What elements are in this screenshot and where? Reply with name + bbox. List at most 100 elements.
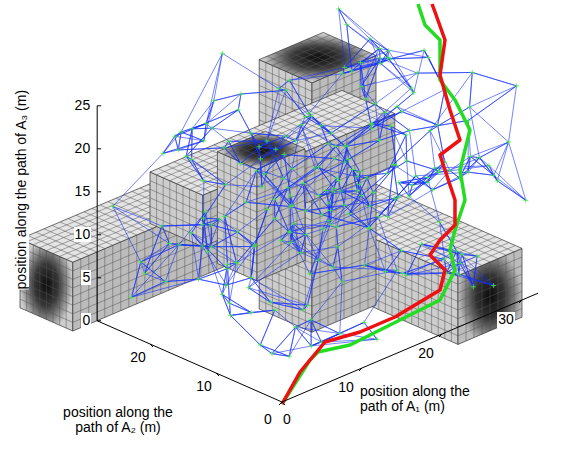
roadmap-edge xyxy=(310,221,329,274)
roadmap-edge xyxy=(251,247,254,278)
roadmap-vertex xyxy=(383,110,388,115)
roadmap-edge xyxy=(407,244,422,275)
roadmap-edge xyxy=(226,159,261,185)
roadmap-vertex xyxy=(422,48,427,53)
roadmap-edge xyxy=(370,39,388,58)
roadmap-edge xyxy=(206,94,241,124)
roadmap-vertex xyxy=(224,283,229,288)
roadmap-edge xyxy=(361,49,380,63)
cube-edge xyxy=(286,44,350,71)
roadmap-edge xyxy=(312,116,332,133)
roadmap-vertex xyxy=(217,217,222,222)
roadmap-edge xyxy=(306,205,345,210)
roadmap-edge xyxy=(289,327,295,356)
roadmap-edge xyxy=(212,232,238,247)
roadmap-vertex xyxy=(355,174,360,179)
roadmap-edge xyxy=(339,146,348,181)
roadmap-vertex xyxy=(376,214,381,219)
roadmap-edge xyxy=(366,99,371,125)
roadmap-edge xyxy=(306,211,322,215)
roadmap-vertex xyxy=(332,186,337,191)
roadmap-edge xyxy=(295,116,311,141)
roadmap-edge xyxy=(345,146,360,172)
roadmap-edge xyxy=(336,227,337,247)
roadmap-edge xyxy=(178,148,224,150)
roadmap-vertex xyxy=(338,189,343,194)
roadmap-edge xyxy=(204,181,226,185)
roadmap-edge xyxy=(470,72,473,107)
roadmap-vertex xyxy=(407,194,412,199)
roadmap-vertex xyxy=(332,156,337,161)
roadmap-edge xyxy=(131,279,198,297)
roadmap-edge xyxy=(417,72,472,74)
roadmap-edge xyxy=(369,228,385,271)
roadmap-vertex xyxy=(386,48,391,53)
roadmap-edge xyxy=(339,9,370,39)
roadmap-edge xyxy=(237,219,275,263)
roadmap-vertex xyxy=(357,182,362,187)
roadmap-vertex xyxy=(287,354,292,359)
roadmap-edge xyxy=(479,158,497,181)
roadmap-edge xyxy=(260,345,272,354)
roadmap-vertex xyxy=(167,241,172,246)
roadmap-edge xyxy=(468,86,516,121)
roadmap-edge xyxy=(248,288,270,303)
roadmap-vertex xyxy=(407,128,412,133)
roadmap-vertex xyxy=(357,169,362,174)
tick-label: 10 xyxy=(74,227,92,242)
cube-edge xyxy=(20,299,73,322)
roadmap-edge xyxy=(402,112,438,125)
roadmap-edge xyxy=(260,310,275,345)
roadmap-edge xyxy=(470,142,508,156)
green-path xyxy=(282,4,470,404)
roadmap-edge xyxy=(364,265,385,271)
roadmap-edge xyxy=(199,269,228,279)
roadmap-vertex xyxy=(264,138,269,143)
roadmap-edge xyxy=(248,252,300,287)
roadmap-edge xyxy=(251,245,255,278)
roadmap-vertex xyxy=(470,70,475,75)
roadmap-vertex xyxy=(176,242,181,247)
roadmap-edge xyxy=(306,229,323,234)
roadmap-vertex xyxy=(223,182,228,187)
roadmap-vertex xyxy=(359,193,364,198)
roadmap-edge xyxy=(379,131,409,141)
roadmap-vertex xyxy=(286,229,291,234)
roadmap-vertex xyxy=(257,144,262,149)
roadmap-vertex xyxy=(385,214,390,219)
roadmap-edge xyxy=(225,202,246,216)
roadmap-edge xyxy=(378,217,397,270)
roadmap-vertex xyxy=(330,189,335,194)
roadmap-vertex xyxy=(196,277,201,282)
roadmap-vertex xyxy=(316,193,321,198)
roadmap-vertex xyxy=(495,178,500,183)
roadmap-edge xyxy=(366,99,371,125)
roadmap-edge xyxy=(267,178,283,209)
roadmap-edge xyxy=(433,178,460,190)
roadmap-edge xyxy=(341,170,353,192)
roadmap-vertex xyxy=(355,188,360,193)
roadmap-edge xyxy=(289,327,295,356)
roadmap-edge xyxy=(319,146,336,167)
cube-edge xyxy=(312,262,376,289)
roadmap-vertex xyxy=(425,175,430,180)
roadmap-vertex xyxy=(425,180,430,185)
roadmap-edge xyxy=(292,159,335,205)
roadmap-vertex xyxy=(308,317,313,322)
roadmap-edge xyxy=(165,279,198,281)
cube-edge xyxy=(265,166,266,278)
roadmap-edge xyxy=(321,126,372,129)
roadmap-edge xyxy=(186,156,191,159)
roadmap-vertex xyxy=(447,168,452,173)
roadmap-edge xyxy=(191,233,227,269)
roadmap-vertex xyxy=(307,271,312,276)
cube-edge xyxy=(273,162,274,274)
roadmap-edge xyxy=(199,246,203,279)
roadmap-vertex xyxy=(369,126,374,131)
roadmap-vertex xyxy=(303,232,308,237)
roadmap-edge xyxy=(290,196,291,243)
roadmap-vertex xyxy=(350,167,355,172)
roadmap-vertex xyxy=(410,183,415,188)
roadmap-edge xyxy=(409,171,438,196)
roadmap-edge xyxy=(275,219,289,232)
